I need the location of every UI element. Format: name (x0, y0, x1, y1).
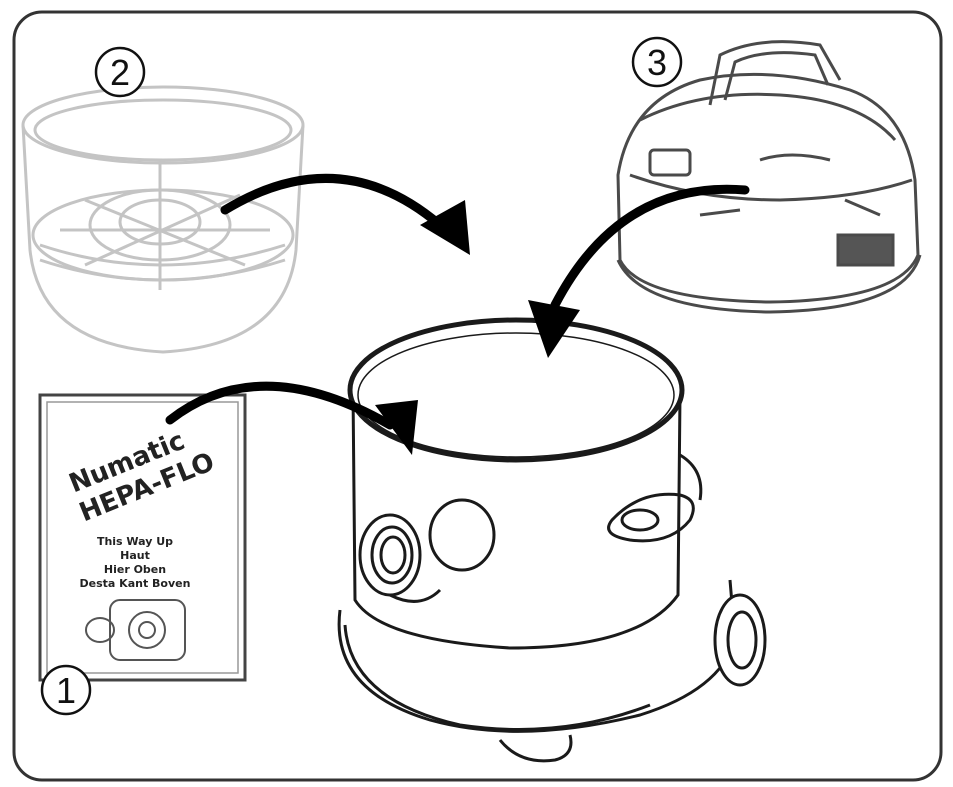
step-1-label: 1 (56, 670, 76, 711)
bag-line-1: This Way Up (97, 535, 173, 548)
arrow-filter-bag-head (375, 400, 418, 455)
bag-line-2: Haut (120, 549, 150, 562)
arrow-filter-bag (165, 381, 395, 430)
vacuum-container-illustration (337, 317, 767, 763)
step-3-label: 3 (647, 42, 667, 83)
arrow-filter-basket-head (420, 200, 470, 255)
step-2-label: 2 (110, 52, 130, 93)
filter-basket-illustration (21, 85, 305, 354)
step-2-marker: 2 (94, 46, 146, 98)
bag-line-3: Hier Oben (104, 563, 166, 576)
step-3-marker: 3 (631, 36, 683, 88)
motor-head-illustration (616, 40, 922, 314)
arrow-motor-head-head (528, 300, 580, 358)
step-1-marker: 1 (40, 664, 92, 716)
arrow-filter-basket (220, 173, 445, 230)
bag-line-4: Desta Kant Boven (80, 577, 191, 590)
arrows (165, 173, 750, 455)
filter-bag-illustration: Numatic HEPA-FLO This Way Up Haut Hier O… (38, 393, 247, 682)
arrow-motor-head (550, 184, 750, 310)
